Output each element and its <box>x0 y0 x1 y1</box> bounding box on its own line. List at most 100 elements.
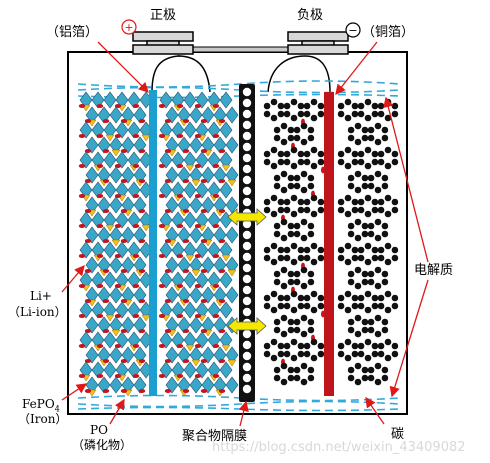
carbon-atom <box>290 258 298 266</box>
negative-terminal <box>287 31 349 55</box>
carbon-atom <box>364 258 372 266</box>
li-ion-dot <box>176 194 184 198</box>
li-ion-dot <box>120 149 128 153</box>
carbon-atom <box>290 194 298 202</box>
carbon-atom <box>351 342 359 350</box>
carbon-atom <box>337 110 345 118</box>
carbon-atom <box>371 294 379 302</box>
li-ion-dot <box>114 104 122 108</box>
crystal-tile <box>133 136 147 154</box>
carbon-atom <box>290 338 298 346</box>
carbon-atom <box>367 318 375 326</box>
separator-pore <box>242 142 252 152</box>
crystal-tile <box>133 376 147 394</box>
carbon-atom <box>297 294 305 302</box>
li-ion-dot <box>176 104 184 108</box>
separator-pore <box>242 109 252 119</box>
phosphate-tetrahedron <box>141 224 151 232</box>
carbon-atom <box>310 98 318 106</box>
li-ion-dot <box>102 359 110 363</box>
carbon-atom <box>351 102 359 110</box>
li-ion-dot <box>176 224 184 228</box>
carbon-atom <box>283 110 291 118</box>
carbon-atom <box>287 174 295 182</box>
carbon-atom <box>367 182 375 190</box>
phosphate-tetrahedron <box>191 359 201 367</box>
carbon-atom <box>391 150 399 158</box>
carbon-atom <box>347 174 355 182</box>
li-ion-dot <box>194 254 202 258</box>
carbon-atom <box>381 134 389 142</box>
carbon-atom <box>317 206 325 214</box>
carbon-atom <box>277 206 285 214</box>
crystal-tile <box>219 91 233 109</box>
li-ion-dot <box>218 389 226 393</box>
li-ion-dot <box>212 164 220 168</box>
carbon-atom <box>300 330 308 338</box>
phosphate-tetrahedron <box>141 134 151 142</box>
carbon-atom <box>351 198 359 206</box>
li-ion-dot <box>78 164 86 168</box>
carbon-atom <box>361 182 369 190</box>
li-ion-dot <box>78 104 86 108</box>
carbon-atom <box>303 110 311 118</box>
electrolyte-pointer-upper <box>383 96 429 263</box>
carbon-atom <box>303 294 311 302</box>
li-ion-dot <box>194 104 202 108</box>
carbon-atom <box>391 110 399 118</box>
carbon-atom <box>381 366 389 374</box>
crystal-tile <box>219 271 233 289</box>
carbon-atom <box>351 110 359 118</box>
carbon-atom <box>337 102 345 110</box>
li-ion-dot <box>96 314 104 318</box>
separator-pore <box>242 219 252 229</box>
carbon-atom <box>297 206 305 214</box>
carbon-atom <box>307 182 315 190</box>
carbon-atom <box>371 102 379 110</box>
carbon-atom <box>270 242 278 250</box>
phosphate-tetrahedron <box>105 134 115 142</box>
carbon-atom <box>270 210 278 218</box>
carbon-atom <box>273 318 281 326</box>
li-ion-dot <box>182 209 190 213</box>
carbon-atom <box>364 162 372 170</box>
phosphate-tetrahedron <box>111 329 121 337</box>
li-ion-dot <box>218 269 226 273</box>
li-ion-dot <box>200 179 208 183</box>
minus-sign-icon: − <box>345 22 361 38</box>
carbon-atom <box>300 122 308 130</box>
li-ion-dot <box>212 104 220 108</box>
phosphate-tetrahedron <box>111 239 121 247</box>
li-ion-dot <box>84 119 92 123</box>
carbon-atom <box>351 158 359 166</box>
li-ion-dot <box>84 179 92 183</box>
negative-lead-wire-2 <box>304 55 331 93</box>
li-ion-dot <box>158 284 166 288</box>
li-ion-migration-arrow-lower <box>227 317 267 335</box>
carbon-atom <box>293 230 301 238</box>
carbon-atom <box>347 366 355 374</box>
li-ion-dot <box>120 119 128 123</box>
li-ion-dot <box>200 149 208 153</box>
carbon-atom <box>357 206 365 214</box>
crystal-tile <box>225 376 239 394</box>
carbon-atom <box>263 158 271 166</box>
carbon-atom <box>354 138 362 146</box>
copper-foil-pointer <box>335 41 378 96</box>
carbon-atom <box>377 302 385 310</box>
li-ion-dot <box>194 194 202 198</box>
li-ion-dot <box>102 239 110 243</box>
li-ion-label: Li+ <box>30 289 52 303</box>
li-ion-dot <box>158 164 166 168</box>
carbon-atom <box>273 326 281 334</box>
positive-terminal-label: 正极 <box>150 8 177 23</box>
li-ion-dot <box>164 269 172 273</box>
carbon-atom <box>381 278 389 286</box>
phosphate-tetrahedron <box>221 344 231 352</box>
carbon-atom <box>270 354 278 362</box>
li-ion-dot <box>96 224 104 228</box>
carbon-atom <box>337 150 345 158</box>
separator-pore <box>242 153 252 163</box>
li-ion-dot <box>120 359 128 363</box>
